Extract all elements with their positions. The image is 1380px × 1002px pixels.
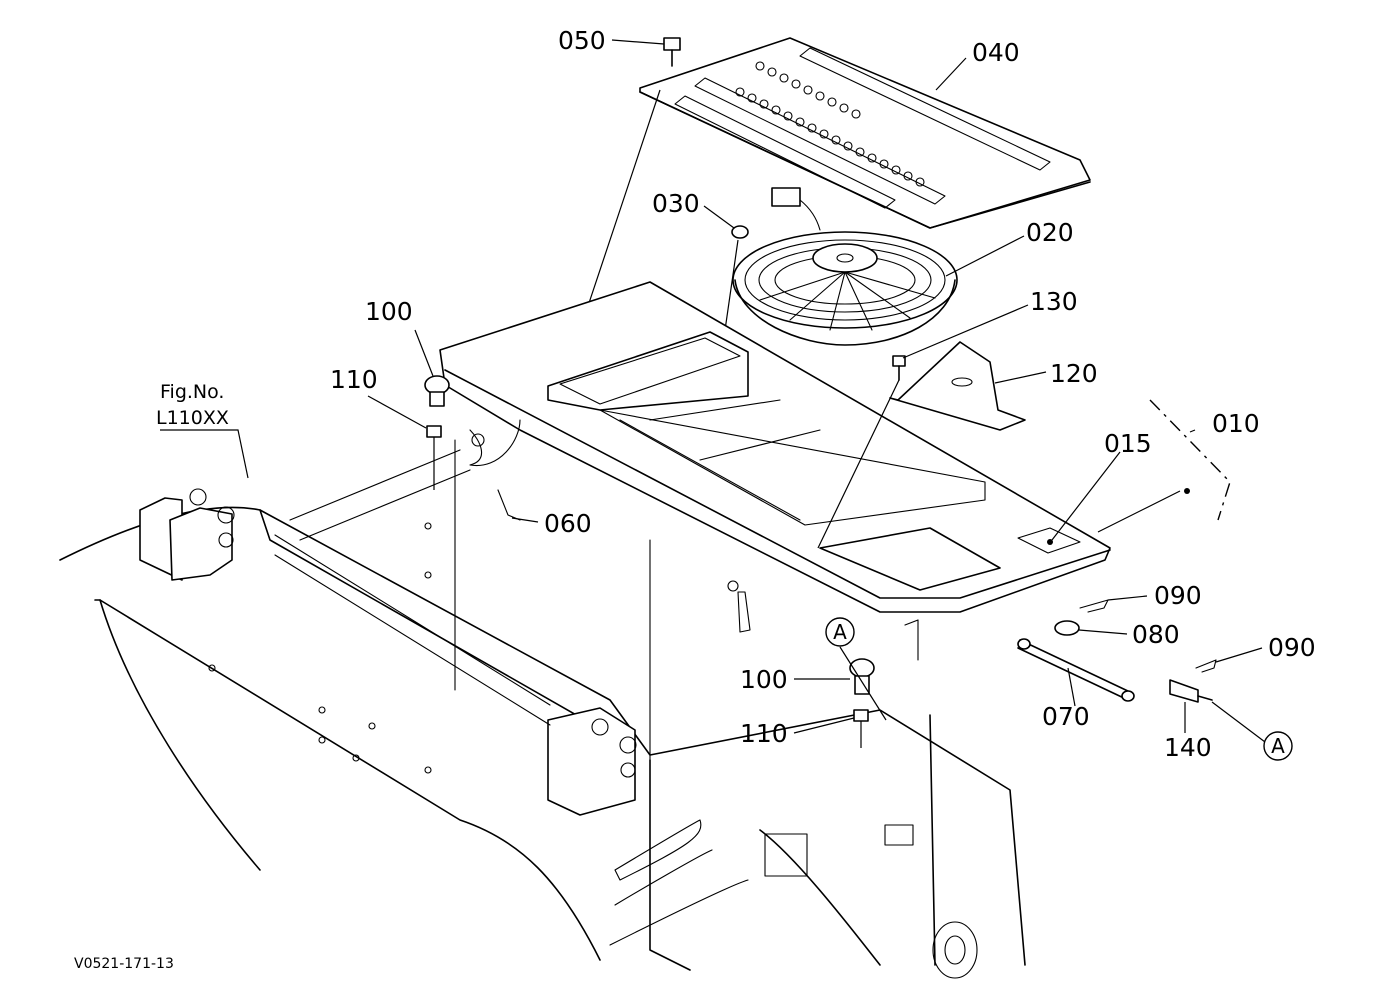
svg-text:A: A — [1271, 734, 1285, 758]
top-cover-040 — [639, 37, 1091, 229]
callout-050: 050 — [558, 26, 606, 55]
reference-leader — [160, 429, 249, 479]
callout-040: 040 — [972, 38, 1020, 67]
fan-020 — [732, 187, 958, 346]
clip-090-bottom — [1195, 659, 1217, 673]
callout-leaders — [367, 39, 1266, 743]
gas-strut-070 — [1017, 638, 1135, 702]
svg-text:A: A — [833, 620, 847, 644]
callout-060: 060 — [544, 509, 592, 538]
callout-130: 130 — [1030, 287, 1078, 316]
callout-020: 020 — [1026, 218, 1074, 247]
callout-090-bottom: 090 — [1268, 633, 1316, 662]
machine-frame — [59, 439, 1026, 979]
switch-140 — [1169, 679, 1213, 703]
latch-bracket — [727, 580, 919, 661]
connector-marker-a-bottom: A — [1263, 731, 1293, 761]
shroud-tray-010 — [439, 281, 1190, 613]
pin-080 — [1054, 620, 1080, 636]
callout-140: 140 — [1164, 733, 1212, 762]
bracket-120 — [889, 341, 1026, 431]
callout-010: 010 — [1212, 409, 1260, 438]
callout-030: 030 — [652, 189, 700, 218]
drawing-code: V0521-171-13 — [74, 956, 174, 972]
clip-090-top — [1079, 599, 1109, 613]
reference-fig-number: L110XX — [156, 407, 229, 429]
group-bracket-010 — [1149, 399, 1231, 521]
callout-015: 015 — [1104, 429, 1152, 458]
connector-marker-a-top: A — [825, 617, 855, 647]
callout-100-left: 100 — [365, 297, 413, 326]
callout-070: 070 — [1042, 702, 1090, 731]
bumper-100-right — [849, 658, 875, 695]
callout-120: 120 — [1050, 359, 1098, 388]
nut-110-right — [853, 709, 869, 748]
reference-fig-label: Fig.No. — [160, 381, 224, 403]
callout-090-top: 090 — [1154, 581, 1202, 610]
callout-110-right: 110 — [740, 719, 788, 748]
bumper-100-left — [424, 375, 450, 407]
nut-110-left — [426, 425, 442, 490]
bracket-060 — [469, 419, 521, 521]
callout-110-left: 110 — [330, 365, 378, 394]
callout-080: 080 — [1132, 620, 1180, 649]
callout-100-right: 100 — [740, 665, 788, 694]
bolt-130 — [817, 355, 906, 549]
